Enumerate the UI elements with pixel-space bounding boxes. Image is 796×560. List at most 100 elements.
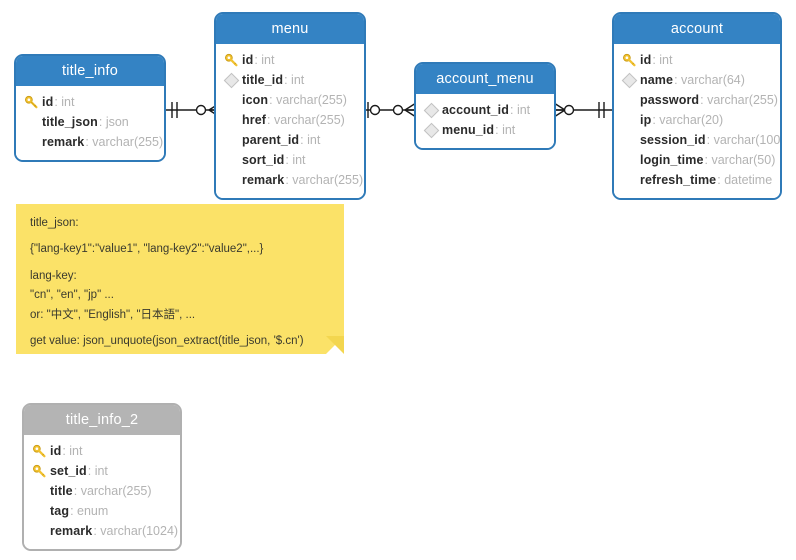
field-name: id xyxy=(242,53,254,67)
field-type: : varchar(20) xyxy=(652,113,724,127)
foreign-key-icon xyxy=(423,102,440,119)
relationship-menu-account_menu[interactable] xyxy=(364,95,416,125)
field-type: : int xyxy=(54,95,75,109)
field-title_info_2-set_id[interactable]: set_id : int xyxy=(24,461,180,481)
field-menu-href[interactable]: href : varchar(255) xyxy=(216,110,364,130)
field-menu-icon[interactable]: icon : varchar(255) xyxy=(216,90,364,110)
field-type: : int xyxy=(62,444,83,458)
field-name: remark xyxy=(42,135,85,149)
field-name: title_id xyxy=(242,73,284,87)
field-type: : int xyxy=(495,123,516,137)
field-account-refresh_time[interactable]: refresh_time : datetime xyxy=(614,170,780,190)
no-icon xyxy=(223,112,240,128)
entity-account_menu-title: account_menu xyxy=(416,64,554,94)
entity-title_info-title: title_info xyxy=(16,56,164,86)
relationship-account_menu-account[interactable] xyxy=(554,95,614,125)
entity-title_info[interactable]: title_info id : int title_json xyxy=(14,54,166,162)
field-type: : int xyxy=(510,103,531,117)
entity-account[interactable]: account id : int name xyxy=(612,12,782,200)
field-name: title_json xyxy=(42,115,98,129)
field-account-password[interactable]: password : varchar(255) xyxy=(614,90,780,110)
field-account_menu-account_id[interactable]: account_id : int xyxy=(416,100,554,120)
field-type: : varchar(100) xyxy=(706,133,782,147)
field-type: : int xyxy=(652,53,673,67)
field-menu-sort_id[interactable]: sort_id : int xyxy=(216,150,364,170)
field-type: : int xyxy=(284,73,305,87)
field-account-ip[interactable]: ip : varchar(20) xyxy=(614,110,780,130)
no-icon xyxy=(223,92,240,108)
field-title_info-remark[interactable]: remark : varchar(255) xyxy=(16,132,164,152)
entity-account_menu[interactable]: account_menu account_id : int menu_id : … xyxy=(414,62,556,150)
field-type: : varchar(255) xyxy=(267,113,345,127)
no-icon xyxy=(621,132,638,148)
field-name: id xyxy=(640,53,652,67)
relationship-title_info-menu[interactable] xyxy=(164,95,220,125)
field-type: : enum xyxy=(70,504,109,518)
field-type: : json xyxy=(98,115,129,129)
field-title_info-title_json[interactable]: title_json : json xyxy=(16,112,164,132)
no-icon xyxy=(31,523,48,539)
note-line-6: get value: json_unquote(json_extract(tit… xyxy=(30,334,304,347)
no-icon xyxy=(621,152,638,168)
field-menu-remark[interactable]: remark : varchar(255) xyxy=(216,170,364,190)
field-type: : varchar(50) xyxy=(704,153,776,167)
entity-title_info_2[interactable]: title_info_2 id : int xyxy=(22,403,182,551)
field-account-id[interactable]: id : int xyxy=(614,50,780,70)
entity-title_info_2-title: title_info_2 xyxy=(24,405,180,435)
field-type: : int xyxy=(254,53,275,67)
field-account-login_time[interactable]: login_time : varchar(50) xyxy=(614,150,780,170)
no-icon xyxy=(223,172,240,188)
entity-menu[interactable]: menu id : int title_id xyxy=(214,12,366,200)
field-account-session_id[interactable]: session_id : varchar(100) xyxy=(614,130,780,150)
field-title_info_2-id[interactable]: id : int xyxy=(24,441,180,461)
field-name: remark xyxy=(50,524,93,538)
no-icon xyxy=(23,134,40,150)
note-line-4: "cn", "en", "jp" ... xyxy=(30,289,114,302)
field-name: id xyxy=(42,95,54,109)
field-type: : varchar(255) xyxy=(73,484,152,498)
field-name: tag xyxy=(50,504,70,518)
field-name: id xyxy=(50,444,62,458)
foreign-key-icon xyxy=(621,72,638,89)
field-type: : int xyxy=(87,464,108,478)
note-line-3: lang-key: xyxy=(30,269,77,282)
entity-title_info_2-fields: id : int set_id : int title : v xyxy=(24,435,180,549)
primary-key-icon xyxy=(31,463,48,479)
field-title_info-id[interactable]: id : int xyxy=(16,92,164,112)
field-name: href xyxy=(242,113,267,127)
field-name: icon xyxy=(242,93,269,107)
field-name: sort_id xyxy=(242,153,285,167)
primary-key-icon xyxy=(23,94,40,110)
field-account_menu-menu_id[interactable]: menu_id : int xyxy=(416,120,554,140)
field-name: set_id xyxy=(50,464,87,478)
field-title_info_2-title[interactable]: title : varchar(255) xyxy=(24,481,180,501)
field-menu-id[interactable]: id : int xyxy=(216,50,364,70)
no-icon xyxy=(621,92,638,108)
note-title_json[interactable]: title_json: {"lang-key1":"value1", "lang… xyxy=(16,204,344,354)
field-type: : datetime xyxy=(717,173,773,187)
field-title_info_2-remark[interactable]: remark : varchar(1024) xyxy=(24,521,180,541)
field-menu-title_id[interactable]: title_id : int xyxy=(216,70,364,90)
field-type: : varchar(255) xyxy=(85,135,164,149)
field-type: : varchar(255) xyxy=(285,173,364,187)
field-name: menu_id xyxy=(442,123,495,137)
field-account-name[interactable]: name : varchar(64) xyxy=(614,70,780,90)
field-type: : varchar(255) xyxy=(269,93,347,107)
field-name: account_id xyxy=(442,103,509,117)
field-title_info_2-tag[interactable]: tag : enum xyxy=(24,501,180,521)
field-name: title xyxy=(50,484,73,498)
field-menu-parent_id[interactable]: parent_id : int xyxy=(216,130,364,150)
field-type: : int xyxy=(300,133,321,147)
no-icon xyxy=(621,172,638,188)
entity-account-title: account xyxy=(614,14,780,44)
no-icon xyxy=(31,483,48,499)
note-line-1: title_json: xyxy=(30,217,79,229)
field-name: session_id xyxy=(640,133,706,147)
note-line-5: or: "中文", "English", "日本語", ... xyxy=(30,308,196,321)
primary-key-icon xyxy=(31,443,48,459)
field-type: : varchar(255) xyxy=(700,93,778,107)
field-type: : varchar(1024) xyxy=(93,524,179,538)
field-name: password xyxy=(640,93,700,107)
field-name: refresh_time xyxy=(640,173,717,187)
